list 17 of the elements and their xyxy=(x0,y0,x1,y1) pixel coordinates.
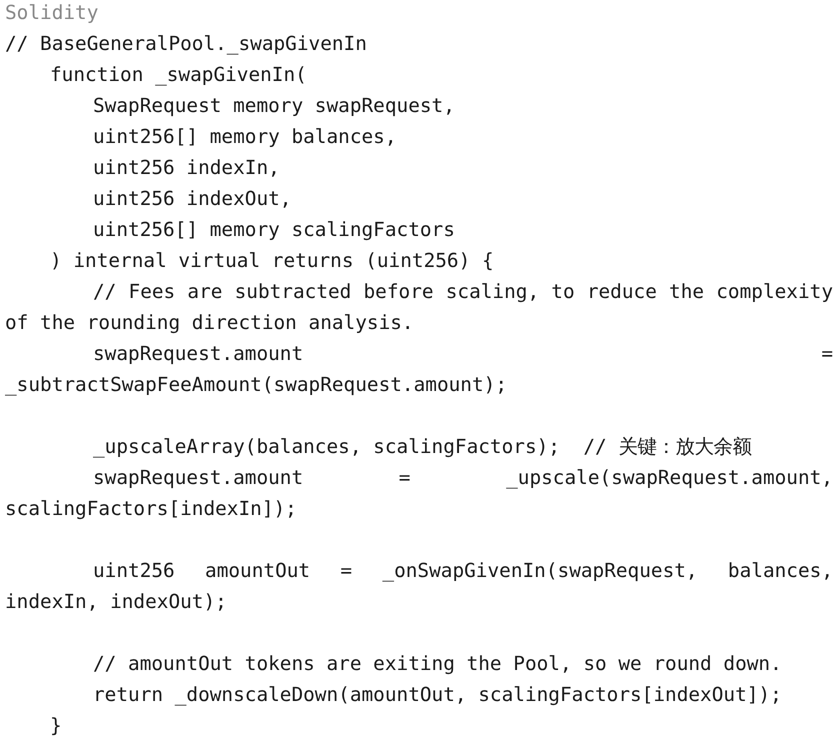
code-line: uint256 indexOut, xyxy=(92,186,292,212)
code-line: return _downscaleDown(amountOut, scalingFactors[indexOut]); xyxy=(92,682,782,708)
code-line: uint256 indexIn, xyxy=(92,155,280,181)
code-line: uint256[] memory scalingFactors xyxy=(92,217,455,243)
code-comment: // amountOut tokens are exiting the Pool, so we round down. xyxy=(92,651,782,677)
code-line: ) internal virtual returns (uint256) { xyxy=(49,248,494,274)
code-comment: // BaseGeneralPool._swapGivenIn xyxy=(5,31,367,57)
code-line: swapRequest.amount = _subtractSwapFeeAmount(swapRequest.amount); xyxy=(5,341,833,398)
code-line: function _swapGivenIn( xyxy=(49,62,307,88)
code-line: } xyxy=(49,713,62,739)
code-comment: // Fees are subtracted before scaling, to reduce the complexity of the rounding direction analysis. xyxy=(5,279,833,336)
code-line: uint256 amountOut = _onSwapGivenIn(swapRequest, balances, indexIn, indexOut); xyxy=(5,558,833,615)
language-label: Solidity xyxy=(5,0,98,26)
code-line: uint256[] memory balances, xyxy=(92,124,397,150)
code-line: SwapRequest memory swapRequest, xyxy=(92,93,455,119)
code-line: swapRequest.amount = _upscale(swapRequest.amount, scalingFactors[indexIn]); xyxy=(5,465,833,522)
code-line: _upscaleArray(balances, scalingFactors); // 关键：放大余额 xyxy=(92,434,752,460)
